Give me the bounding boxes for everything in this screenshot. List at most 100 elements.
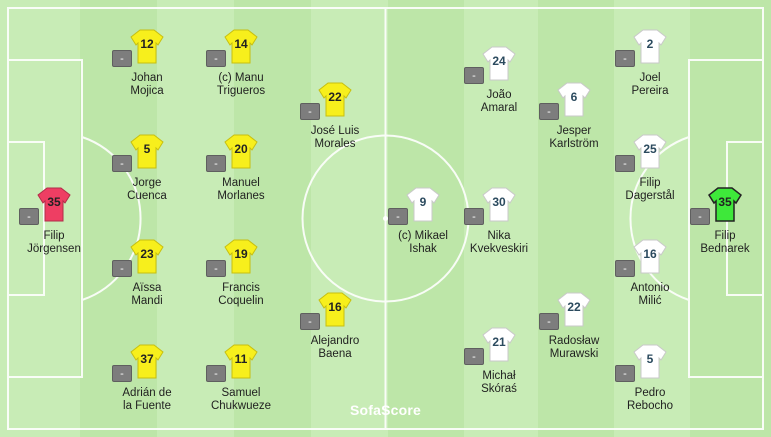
rating-badge: - xyxy=(615,50,635,67)
rating-badge: - xyxy=(300,103,320,120)
rating-badge: - xyxy=(206,365,226,382)
rating-badge: - xyxy=(615,155,635,172)
rating-badge: - xyxy=(112,155,132,172)
shirt-icon: 16 xyxy=(317,291,353,327)
shirt-number: 9 xyxy=(419,195,427,209)
shirt-icon: 14 xyxy=(223,28,259,64)
rating-badge: - xyxy=(206,260,226,277)
shirt-icon: 22 xyxy=(556,291,592,327)
shirt-icon: 11 xyxy=(223,343,259,379)
shirt-number: 25 xyxy=(643,142,657,156)
shirt-number: 35 xyxy=(718,195,732,209)
sofascore-logo: SofaScore xyxy=(349,402,422,418)
rating-badge: - xyxy=(112,365,132,382)
shirt-icon: 25 xyxy=(632,133,668,169)
shirt-icon: 19 xyxy=(223,238,259,274)
shirt-number: 2 xyxy=(646,37,654,51)
rating-badge: - xyxy=(206,155,226,172)
rating-badge: - xyxy=(112,260,132,277)
shirt-icon: 6 xyxy=(556,81,592,117)
shirt-icon: 21 xyxy=(481,326,517,362)
shirt-number: 20 xyxy=(234,142,248,156)
shirt-icon: 22 xyxy=(317,81,353,117)
shirt-icon: 20 xyxy=(223,133,259,169)
shirt-number: 21 xyxy=(492,335,506,349)
shirt-icon: 16 xyxy=(632,238,668,274)
rating-badge: - xyxy=(539,103,559,120)
shirt-icon: 23 xyxy=(129,238,165,274)
pitch-stripe xyxy=(538,0,614,437)
shirt-number: 6 xyxy=(570,90,578,104)
shirt-number: 5 xyxy=(143,142,151,156)
shirt-icon: 35 xyxy=(707,186,743,222)
shirt-number: 16 xyxy=(643,247,657,261)
rating-badge: - xyxy=(206,50,226,67)
rating-badge: - xyxy=(615,260,635,277)
shirt-number: 14 xyxy=(234,37,248,51)
shirt-icon: 9 xyxy=(405,186,441,222)
shirt-number: 19 xyxy=(234,247,248,261)
shirt-icon: 24 xyxy=(481,45,517,81)
shirt-number: 24 xyxy=(492,54,506,68)
shirt-icon: 12 xyxy=(129,28,165,64)
rating-badge: - xyxy=(112,50,132,67)
shirt-number: 23 xyxy=(140,247,154,261)
shirt-icon: 2 xyxy=(632,28,668,64)
rating-badge: - xyxy=(464,208,484,225)
rating-badge: - xyxy=(464,67,484,84)
shirt-icon: 5 xyxy=(632,343,668,379)
shirt-number: 35 xyxy=(47,195,61,209)
rating-badge: - xyxy=(300,313,320,330)
rating-badge: - xyxy=(464,348,484,365)
shirt-icon: 30 xyxy=(481,186,517,222)
shirt-number: 22 xyxy=(328,90,342,104)
shirt-number: 5 xyxy=(646,352,654,366)
rating-badge: - xyxy=(615,365,635,382)
shirt-number: 16 xyxy=(328,300,342,314)
shirt-number: 37 xyxy=(140,352,154,366)
shirt-icon: 35 xyxy=(36,186,72,222)
rating-badge: - xyxy=(19,208,39,225)
rating-badge: - xyxy=(539,313,559,330)
